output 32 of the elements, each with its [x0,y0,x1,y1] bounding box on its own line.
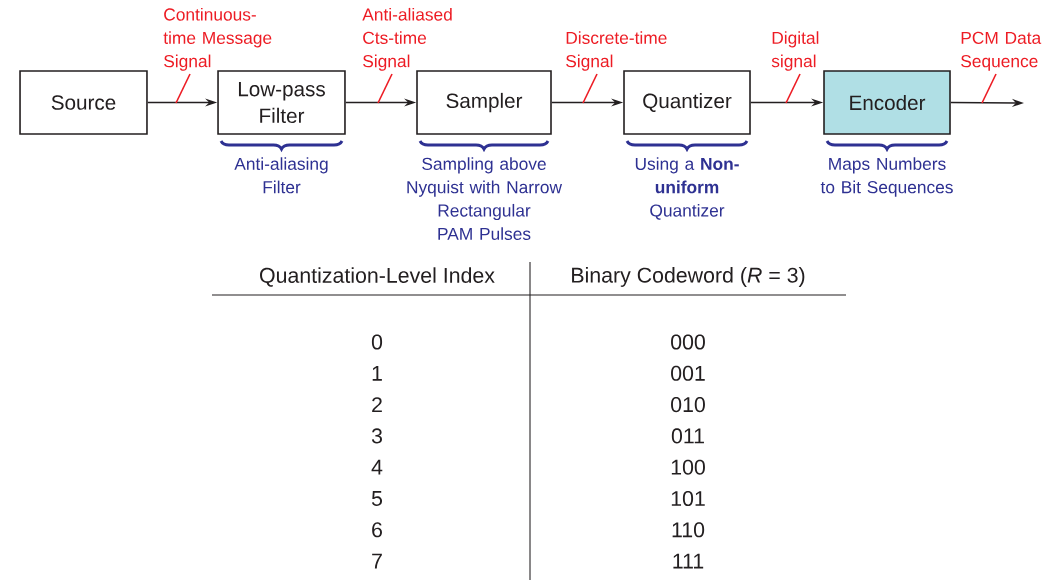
table-cell: 111 [673,553,704,569]
table-cell: 000 [671,334,705,350]
table-cell: 2 [372,397,382,413]
block-box: Sampler [416,70,552,135]
block-box: Encoder [823,70,951,135]
table-cell: 3 [371,428,382,444]
table-cell: 4 [371,459,383,475]
edge-label: Continuous-time Message Signal [163,7,272,71]
annotation: Anti-aliasing Filter [234,157,328,194]
table-cell: 5 [371,491,383,506]
annotation: Maps Numbers to Bit Sequences [820,157,953,197]
edge-label: PCM Data Sequence [961,31,1042,71]
block-box: Low-pass Filter [217,70,346,135]
table-cell: 6 [372,522,382,538]
table-cell: 1 [372,365,382,381]
column-header: Quantization-Level Index [260,267,495,287]
table-cell: 001 [671,365,705,381]
block-box: Quantizer [623,70,751,135]
table-cell: 100 [671,459,705,475]
block-box: Source [19,70,148,135]
edge-label: Discrete-time Signal [566,31,667,71]
edge-label: Anti-aliased Cts-time Signal [362,7,452,71]
table-cell: 011 [671,428,704,444]
table-cell: 010 [671,397,705,413]
table-cell: 110 [672,522,705,538]
table-cell: 101 [671,490,705,507]
table-cell: 0 [371,334,383,350]
edge-label: Digital signal [771,31,819,71]
annotation: Using a Non-uniform Quantizer [635,157,739,220]
column-header: Binary Codeword (R = 3) [572,267,805,287]
annotation: Sampling above Nyquist with Narrow Rectangular PAM Pulses [407,157,563,240]
table-cell: 7 [372,553,382,569]
